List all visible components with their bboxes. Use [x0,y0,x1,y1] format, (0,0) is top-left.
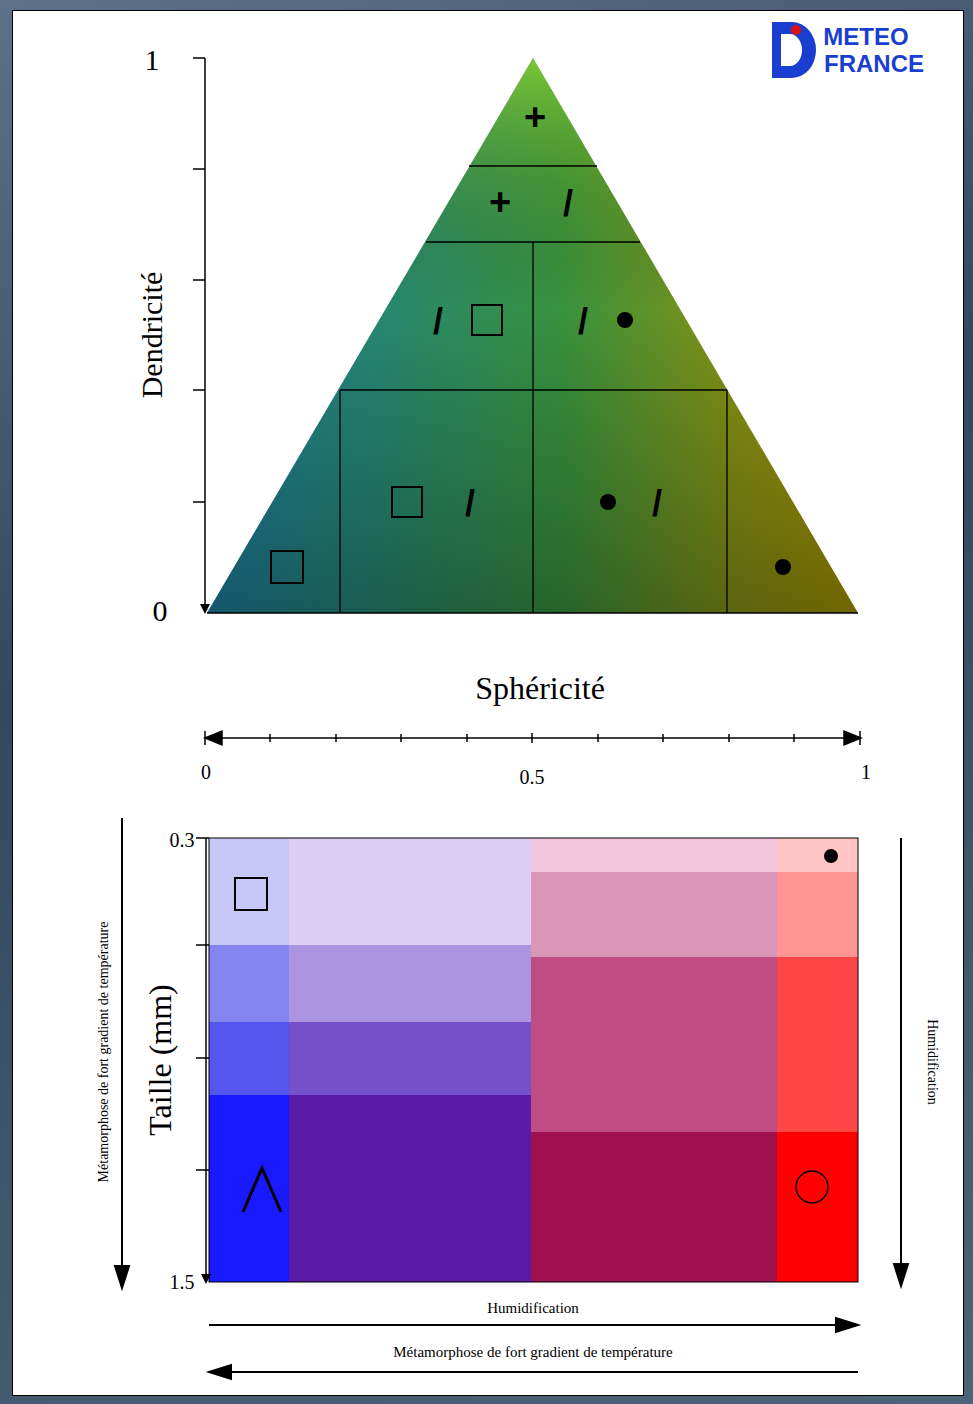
axis-title: Dendricité [137,272,167,399]
grain-triangle [207,58,858,613]
axis-value: 1 [861,762,871,782]
size-axis [196,838,209,1282]
process-label: Humidification [487,1301,579,1316]
process-arrows [115,818,908,1379]
grain-symbol: / [652,486,662,522]
process-label: Humidification [925,1019,939,1105]
sphericity-axis [205,731,861,745]
logo-text: FRANCE [824,52,924,76]
axis-title: Taille (mm) [144,984,176,1135]
process-label: Métamorphose de fort gradient de tempéra… [393,1345,672,1360]
axis-value: 0.3 [170,830,195,850]
logo-icon [772,22,816,78]
size-grid [209,838,858,1282]
axis-value: 0 [201,762,211,782]
grain-symbol: + [489,183,511,221]
grain-symbol: + [524,98,546,136]
grain-symbol: / [578,304,588,340]
grain-symbol: / [563,186,573,222]
rounded-grain-dot [824,849,838,863]
logo-text: METEO [823,25,908,49]
grain-symbols [271,305,502,583]
process-label: Métamorphose de fort gradient de tempéra… [97,922,111,1183]
axis-title: Sphéricité [475,672,605,704]
axis-value: 0 [153,596,168,626]
rounded-grain-dots [600,312,791,575]
axis-value: 1.5 [170,1272,195,1292]
grain-symbol: / [465,486,475,522]
axis-value: 1 [145,45,160,75]
size-symbols [235,878,828,1212]
axis-value: 0.5 [520,767,545,787]
grain-symbol: / [433,304,443,340]
dendricity-axis [193,58,205,612]
